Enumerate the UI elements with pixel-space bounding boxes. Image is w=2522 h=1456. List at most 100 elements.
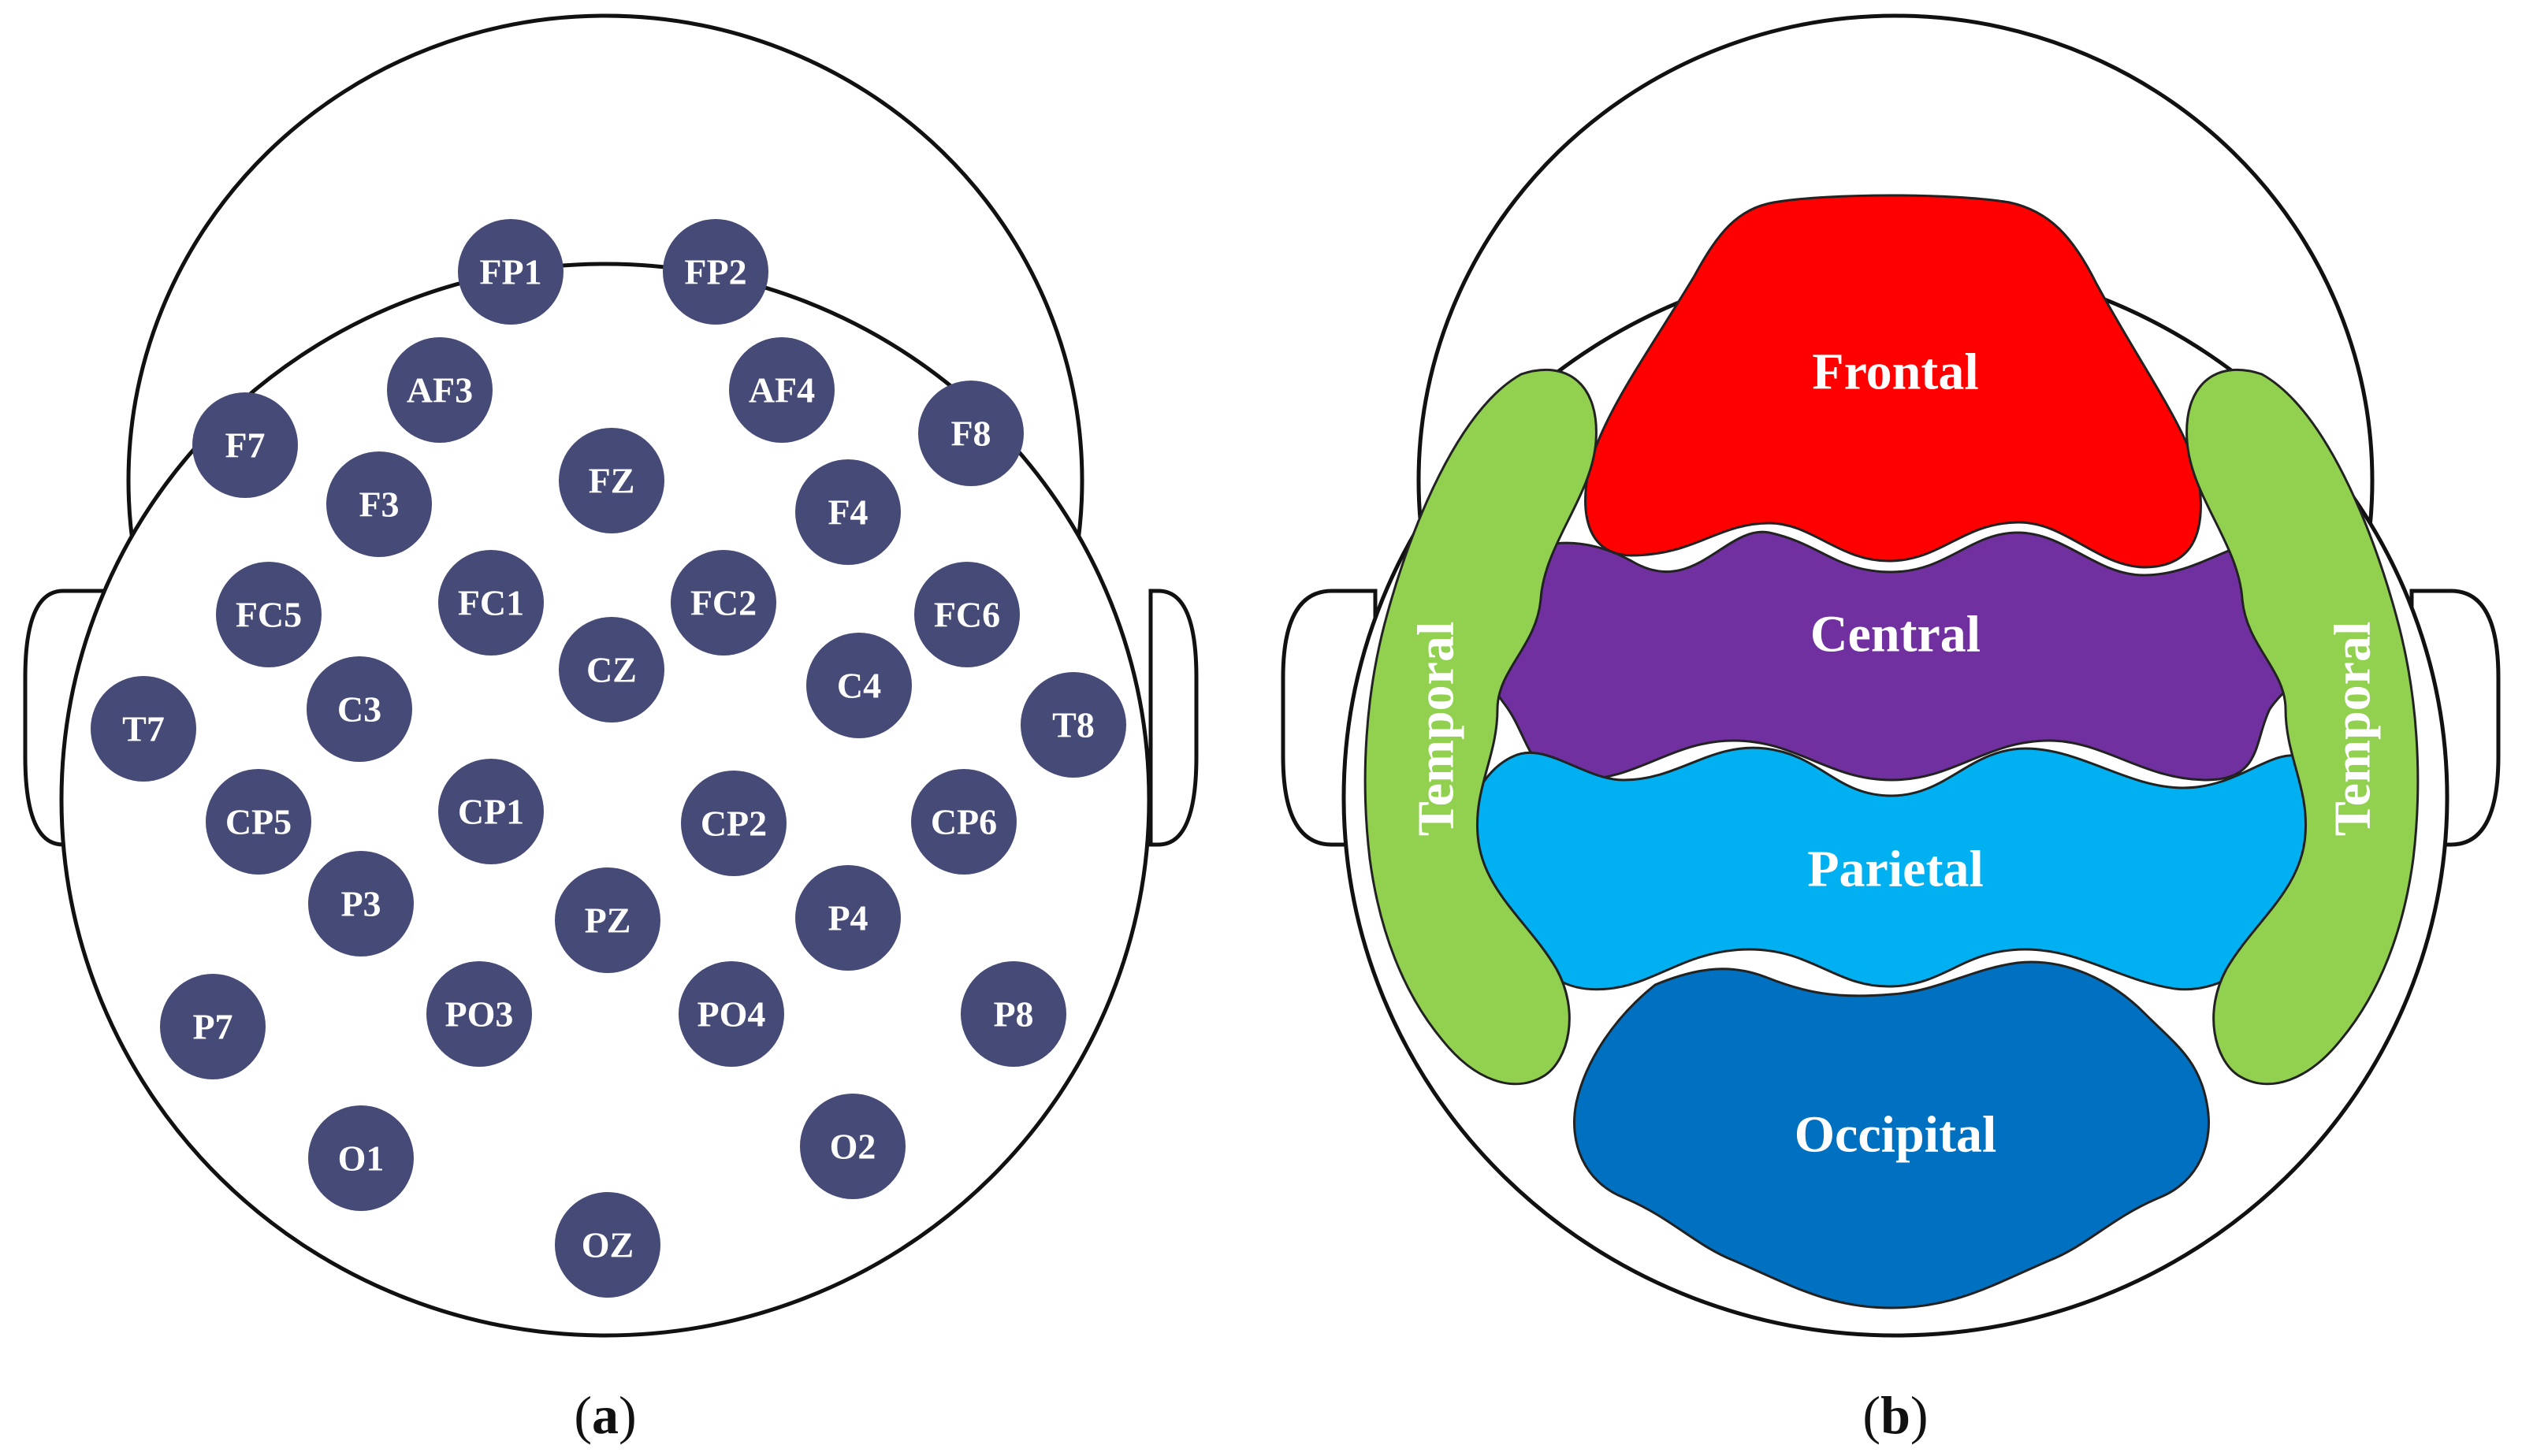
temporal-right-region-label: Temporal — [2324, 622, 2382, 837]
electrode-c4-dot — [806, 633, 912, 738]
electrode-fp2: FP2 — [663, 219, 768, 325]
electrode-cp1: CP1 — [438, 759, 544, 864]
occipital-region-label: Occipital — [1795, 1106, 1997, 1164]
electrode-af4: AF4 — [729, 337, 835, 443]
electrode-p8-dot — [961, 961, 1066, 1067]
electrode-f3-dot — [326, 451, 432, 557]
electrode-fc5-label: FC5 — [236, 595, 302, 635]
electrode-po4: PO4 — [679, 961, 784, 1067]
electrode-p8-label: P8 — [993, 994, 1033, 1034]
electrode-f4: F4 — [795, 459, 901, 565]
electrode-pz-dot — [555, 867, 660, 973]
electrode-f4-label: F4 — [828, 492, 868, 533]
central-region-label: Central — [1810, 606, 1981, 663]
electrode-cp1-dot — [438, 759, 544, 864]
electrode-fc6-label: FC6 — [934, 595, 1000, 635]
electrode-p4-label: P4 — [828, 898, 868, 938]
electrode-af3-label: AF3 — [407, 370, 473, 410]
electrode-cp6: CP6 — [911, 769, 1017, 875]
electrode-c4-label: C4 — [837, 666, 881, 706]
panel-a-caption: (a) — [574, 1385, 636, 1445]
electrode-af3: AF3 — [387, 337, 493, 443]
electrode-o2-dot — [800, 1094, 906, 1199]
temporal-right-region — [2185, 369, 2420, 1086]
electrode-p4: P4 — [795, 865, 901, 971]
temporal-left-region — [1363, 369, 1598, 1086]
electrode-fc2-label: FC2 — [690, 583, 757, 623]
electrode-af4-dot — [729, 337, 835, 443]
electrode-fp1-dot — [458, 219, 564, 325]
electrode-p8: P8 — [961, 961, 1066, 1067]
panel-b-brain-regions: Frontal Central Parietal Occipital Tempo… — [1281, 13, 2501, 1445]
electrode-c3: C3 — [307, 656, 412, 762]
electrode-t8-dot — [1021, 672, 1126, 778]
electrode-p7-dot — [160, 974, 266, 1079]
parietal-region-label: Parietal — [1807, 841, 1984, 898]
electrode-pz-label: PZ — [585, 901, 631, 941]
electrode-t7-label: T7 — [122, 709, 165, 749]
electrode-fp2-label: FP2 — [684, 252, 746, 292]
electrode-cp1-label: CP1 — [458, 792, 524, 832]
electrode-fc5-dot — [216, 562, 322, 667]
electrode-fz-label: FZ — [589, 461, 635, 501]
occipital-region — [1573, 960, 2210, 1309]
electrode-o2: O2 — [800, 1094, 906, 1199]
electrode-cz: CZ — [559, 617, 664, 722]
electrode-cp5-dot — [206, 769, 311, 875]
electrode-f7: F7 — [192, 392, 298, 498]
electrode-p3-label: P3 — [340, 884, 381, 924]
panel-a-electrode-map: FP1 FP2 AF3 AF4 F7 F8 F3 FZ — [23, 13, 1199, 1445]
electrode-cp6-dot — [911, 769, 1017, 875]
electrode-fc1: FC1 — [438, 550, 544, 656]
electrode-f8-dot — [918, 381, 1024, 486]
electrode-t8-label: T8 — [1052, 705, 1095, 745]
panel-a-letter: a — [592, 1385, 619, 1445]
electrode-cp2-dot — [681, 771, 787, 876]
electrode-fp1-label: FP1 — [479, 252, 541, 292]
electrode-af4-label: AF4 — [749, 370, 815, 410]
electrode-fz-dot — [559, 428, 664, 533]
electrode-cz-label: CZ — [586, 650, 637, 690]
frontal-region-label: Frontal — [1812, 344, 1978, 401]
electrode-po3-label: PO3 — [445, 994, 514, 1034]
electrode-po4-dot — [679, 961, 784, 1067]
electrode-o1-dot — [308, 1105, 414, 1211]
electrode-fz: FZ — [559, 428, 664, 533]
electrode-c4: C4 — [806, 633, 912, 738]
electrode-f8-label: F8 — [950, 414, 991, 454]
electrode-t7: T7 — [91, 676, 196, 782]
electrode-f7-label: F7 — [225, 425, 265, 466]
electrode-cp5-label: CP5 — [225, 802, 292, 842]
temporal-left-region-label: Temporal — [1408, 622, 1465, 837]
electrode-fc2: FC2 — [671, 550, 776, 656]
electrode-cz-dot — [559, 617, 664, 722]
electrode-cp2-label: CP2 — [701, 804, 767, 844]
electrode-c3-label: C3 — [337, 689, 381, 730]
electrode-o1-label: O1 — [338, 1138, 385, 1179]
electrode-t8: T8 — [1021, 672, 1126, 778]
electrode-fc5: FC5 — [216, 562, 322, 667]
electrode-fc1-dot — [438, 550, 544, 656]
electrode-p7-label: P7 — [192, 1007, 232, 1047]
electrode-fc1-label: FC1 — [458, 583, 524, 623]
electrode-p4-dot — [795, 865, 901, 971]
electrode-cp5: CP5 — [206, 769, 311, 875]
panel-b-letter: b — [1880, 1385, 1910, 1445]
electrode-pz: PZ — [555, 867, 660, 973]
electrode-cp6-label: CP6 — [931, 802, 997, 842]
electrode-po3-dot — [426, 961, 532, 1067]
electrode-p3-dot — [308, 851, 414, 956]
electrode-po4-label: PO4 — [697, 994, 766, 1034]
electrode-t7-dot — [91, 676, 196, 782]
electrode-oz-label: OZ — [582, 1225, 634, 1265]
electrode-oz-dot — [555, 1192, 660, 1298]
electrode-f3: F3 — [326, 451, 432, 557]
electrode-p3: P3 — [308, 851, 414, 956]
electrode-fc6-dot — [914, 562, 1020, 667]
electrode-f4-dot — [795, 459, 901, 565]
electrode-f7-dot — [192, 392, 298, 498]
electrode-f8: F8 — [918, 381, 1024, 486]
electrode-f3-label: F3 — [359, 485, 399, 525]
electrode-af3-dot — [387, 337, 493, 443]
